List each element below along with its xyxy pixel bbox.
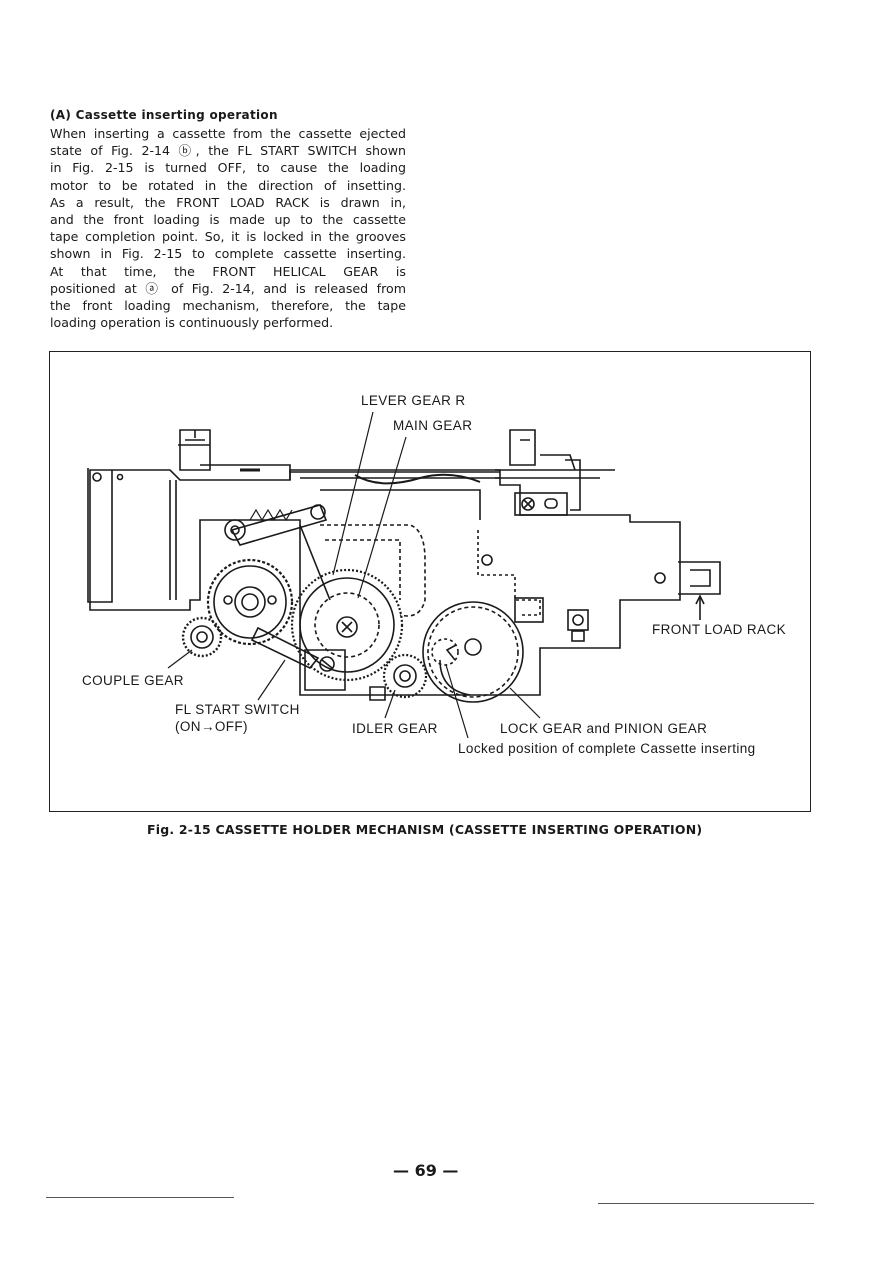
body-line: As a result, the FRONT LOAD RACK is draw… xyxy=(50,194,406,210)
body-line: loading operation is continuously perfor… xyxy=(50,315,334,331)
label-fl-start-switch: FL START SWITCH xyxy=(175,702,300,717)
body-line: in Fig. 2-15 is turned OFF, to cause the… xyxy=(50,160,406,176)
label-couple-gear: COUPLE GEAR xyxy=(82,673,184,688)
figure-frame xyxy=(49,351,811,812)
body-line: motor to be rotated in the direction of … xyxy=(50,177,406,193)
label-front-load-rack: FRONT LOAD RACK xyxy=(652,622,787,637)
page-number: — 69 — xyxy=(393,1161,459,1180)
label-main-gear: MAIN GEAR xyxy=(393,418,473,433)
label-lever-gear-r: LEVER GEAR R xyxy=(361,393,466,408)
body-line: tape completion point. So, it is locked … xyxy=(50,229,406,245)
label-lock-gear: LOCK GEAR and PINION GEAR xyxy=(500,721,708,736)
body-line: and the front loading is made up to the … xyxy=(50,212,406,228)
body-line: the front loading mechanism, therefore, … xyxy=(50,298,406,314)
label-fl-start-switch-state: (ON→OFF) xyxy=(175,719,248,734)
label-idler-gear: IDLER GEAR xyxy=(352,721,438,736)
body-line: state of Fig. 2-14 ⓑ, the FL START SWITC… xyxy=(50,143,406,159)
section-heading: (A) Cassette inserting operation xyxy=(50,108,278,122)
body-line: positioned at ⓐ of Fig. 2-14, and is rel… xyxy=(50,280,406,296)
label-locked-position: Locked position of complete Cassette ins… xyxy=(458,741,756,756)
body-line: When inserting a cassette from the casse… xyxy=(50,126,406,141)
section-body: When inserting a cassette from the casse… xyxy=(50,125,406,331)
footer-rule-left xyxy=(46,1197,234,1198)
footer-rule-right xyxy=(598,1203,814,1204)
body-line: shown in Fig. 2-15 to complete cassette … xyxy=(50,246,406,262)
body-line: At that time, the FRONT HELICAL GEAR is xyxy=(50,263,406,279)
figure-caption: Fig. 2-15 CASSETTE HOLDER MECHANISM (CAS… xyxy=(147,822,703,837)
